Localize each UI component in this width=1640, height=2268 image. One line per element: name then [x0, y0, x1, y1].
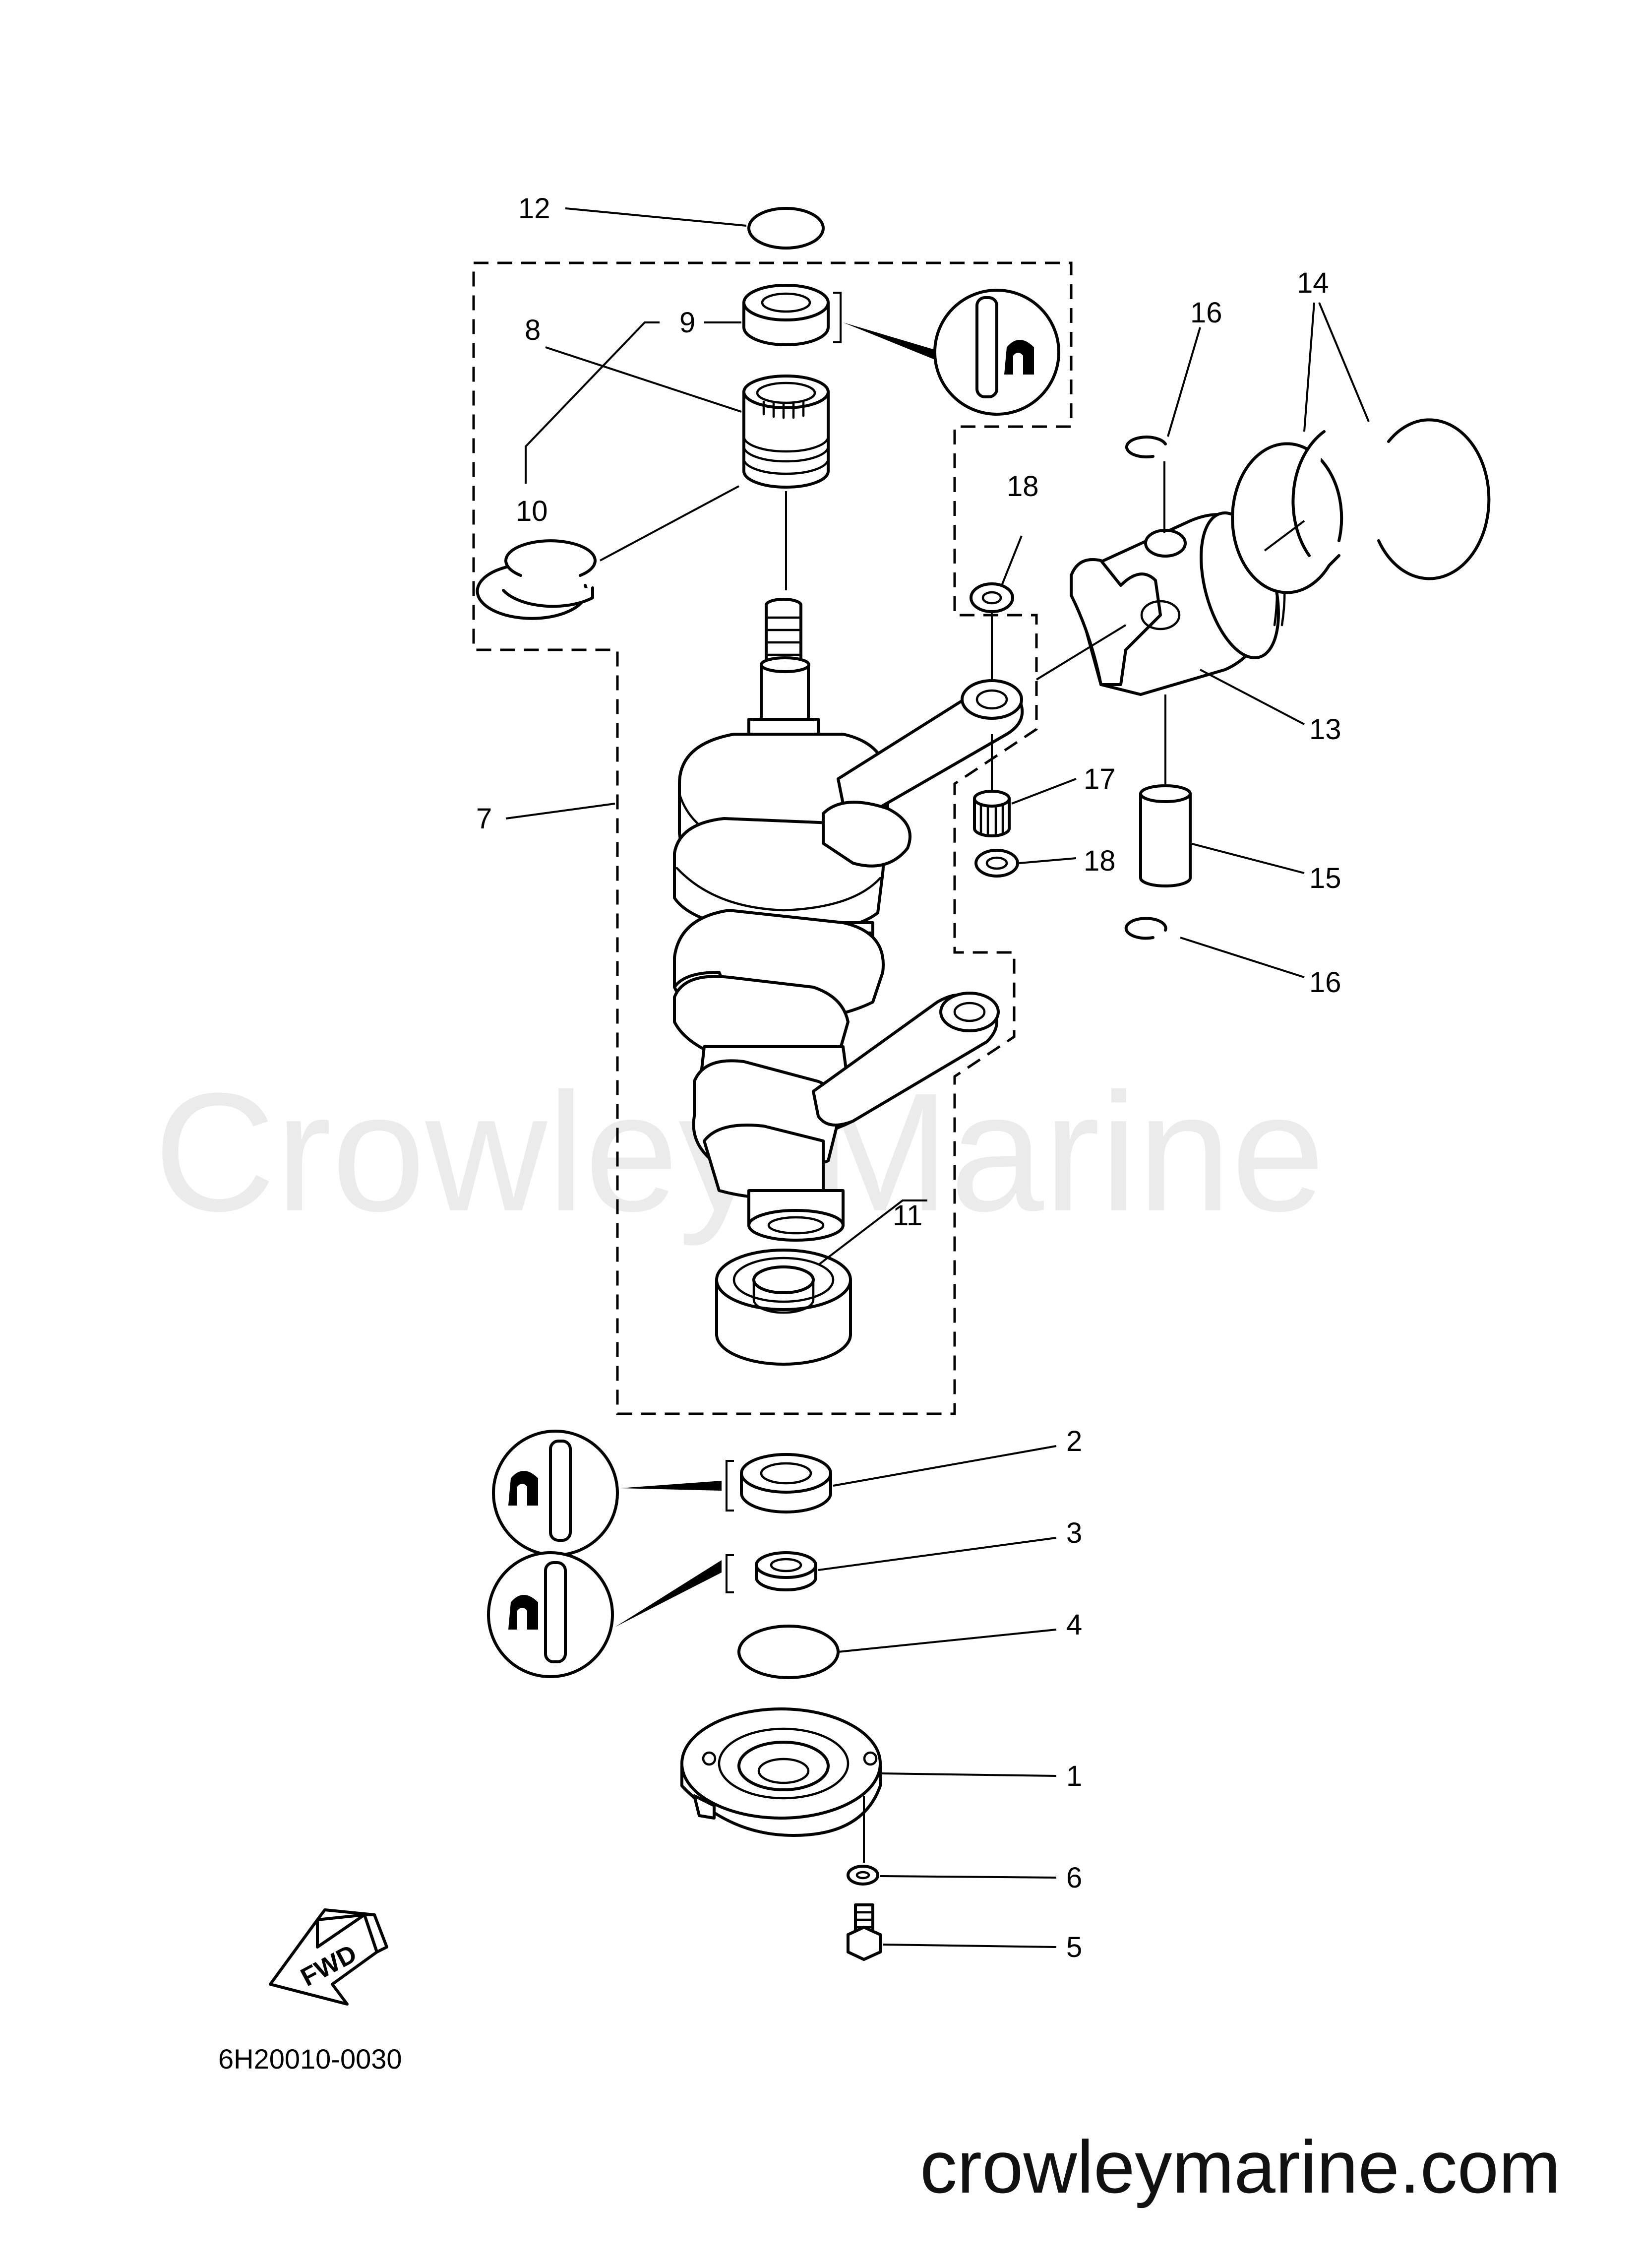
part-14-piston-rings[interactable]: [1231, 418, 1491, 594]
leader-16a: [1167, 327, 1201, 437]
leader-4: [838, 1629, 1057, 1653]
leader-1: [880, 1772, 1057, 1777]
leader-8: [545, 346, 742, 413]
pointer-9: [843, 322, 935, 360]
lubricant-symbol-top: [933, 289, 1060, 416]
part-17-small-bearing[interactable]: [973, 790, 1011, 837]
leader-14a: [1303, 302, 1315, 432]
connecting-rod-lower[interactable]: [812, 992, 1000, 1127]
drawing-number: 6H20010-0030: [218, 2043, 402, 2075]
leader-14b: [1318, 302, 1370, 422]
part-16-clip-lower[interactable]: [1124, 917, 1167, 940]
forward-direction-arrow: FWD: [269, 1908, 388, 2006]
leader-2: [833, 1445, 1057, 1487]
callout-15[interactable]: 15: [1309, 862, 1341, 894]
part-9-oil-seal[interactable]: [742, 284, 830, 346]
leader-15: [1190, 842, 1305, 874]
leader-10b: [600, 485, 739, 562]
part-2-oil-seal[interactable]: [740, 1453, 832, 1513]
callout-8[interactable]: 8: [525, 314, 541, 346]
part-12-o-ring[interactable]: [747, 207, 825, 250]
pointer-2: [620, 1481, 722, 1491]
leader-3: [818, 1537, 1057, 1571]
leader-5: [882, 1944, 1057, 1948]
part-3-oil-seal[interactable]: [755, 1551, 817, 1591]
part-18-washer-upper[interactable]: [970, 582, 1014, 613]
bracket-2: [726, 1460, 734, 1512]
callout-16-top[interactable]: 16: [1190, 297, 1222, 329]
part-5-bolt[interactable]: [847, 1903, 882, 1961]
callout-17[interactable]: 17: [1084, 763, 1116, 795]
callout-4[interactable]: 4: [1066, 1609, 1082, 1641]
leader-10: [525, 321, 660, 484]
callout-7[interactable]: 7: [476, 803, 492, 835]
part-6-washer[interactable]: [847, 1865, 879, 1886]
part-16-clip-upper[interactable]: [1125, 436, 1167, 459]
part-8-needle-bearing[interactable]: [742, 375, 830, 489]
callout-5[interactable]: 5: [1066, 1931, 1082, 1963]
callout-10[interactable]: 10: [516, 495, 548, 527]
bracket-3: [726, 1554, 734, 1593]
leader-13b: [1035, 624, 1127, 681]
callout-11[interactable]: 11: [893, 1199, 922, 1232]
part-1-bearing-housing[interactable]: [680, 1707, 882, 1837]
website-label: crowleymarine.com: [920, 2125, 1561, 2208]
callout-14[interactable]: 14: [1297, 267, 1329, 299]
callout-9[interactable]: 9: [679, 307, 695, 339]
callout-16-bottom[interactable]: 16: [1309, 966, 1341, 999]
bracket-9: [833, 292, 842, 343]
callout-12[interactable]: 12: [518, 192, 550, 225]
part-15-piston-pin[interactable]: [1139, 784, 1192, 887]
pointer-3: [615, 1560, 722, 1627]
callout-3[interactable]: 3: [1066, 1517, 1082, 1549]
leader-12: [565, 207, 747, 227]
part-18-washer-lower[interactable]: [974, 849, 1019, 878]
leader-18b: [1019, 857, 1077, 864]
part-10-circlip[interactable]: [476, 539, 597, 620]
callout-18-top[interactable]: 18: [1007, 470, 1039, 503]
lubricant-symbol-2: [492, 1430, 619, 1557]
leader-6: [880, 1875, 1057, 1879]
callout-6[interactable]: 6: [1066, 1862, 1082, 1894]
callout-18-bottom[interactable]: 18: [1084, 845, 1116, 877]
part-4-o-ring[interactable]: [737, 1625, 840, 1679]
connecting-rod-upper[interactable]: [822, 679, 1024, 868]
callout-2[interactable]: 2: [1066, 1425, 1082, 1457]
part-11-ball-bearing[interactable]: [715, 1249, 852, 1366]
leader-14c: [1264, 520, 1305, 552]
leader-17: [1011, 778, 1077, 805]
leader-13: [1200, 669, 1305, 725]
lubricant-symbol-3: [487, 1551, 614, 1678]
assembly-boundary: [472, 261, 1073, 1415]
callout-13[interactable]: 13: [1309, 713, 1341, 746]
leader-7: [505, 803, 615, 819]
leader-16b: [1180, 937, 1305, 978]
callout-1[interactable]: 1: [1066, 1760, 1082, 1792]
leader-18a: [1001, 535, 1023, 586]
leader-11: [817, 1199, 927, 1266]
